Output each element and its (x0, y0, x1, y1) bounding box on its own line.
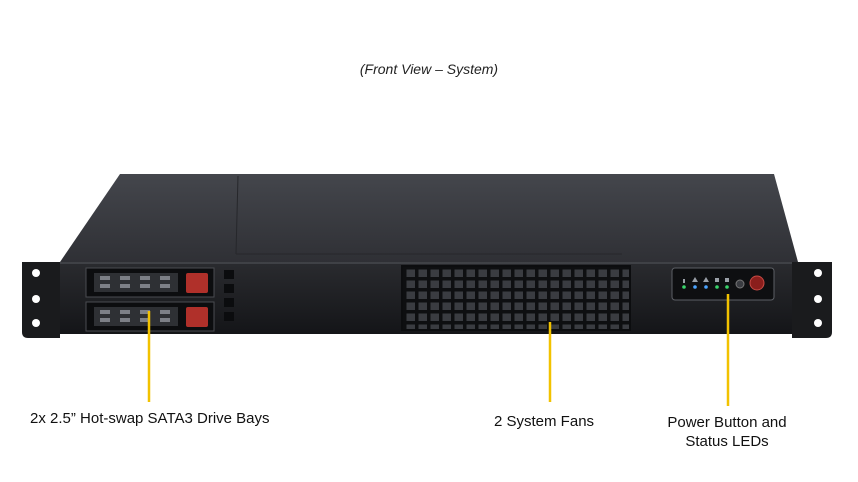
drive-bay-1[interactable] (85, 267, 215, 298)
power-button-icon[interactable] (749, 275, 765, 291)
drive-latch-1 (186, 273, 208, 293)
drive-bays-label: 2x 2.5” Hot-swap SATA3 Drive Bays (30, 410, 270, 427)
power-status-label: Power Button and Status LEDs (650, 413, 804, 451)
diagram-title: (Front View – System) (359, 61, 499, 77)
fan-grill (401, 265, 631, 331)
chassis-top (60, 174, 798, 262)
drive-latch-2 (186, 307, 208, 327)
power-label-line2: Status LEDs (685, 433, 769, 450)
system-fans-label: 2 System Fans (494, 413, 595, 430)
power-label-line1: Power Button and (667, 414, 787, 431)
reset-button-icon[interactable] (735, 279, 745, 289)
control-panel (671, 267, 775, 301)
right-rack-ear (792, 262, 832, 338)
status-led-icon (682, 277, 729, 289)
side-vent (224, 270, 234, 321)
left-rack-ear (22, 262, 60, 338)
